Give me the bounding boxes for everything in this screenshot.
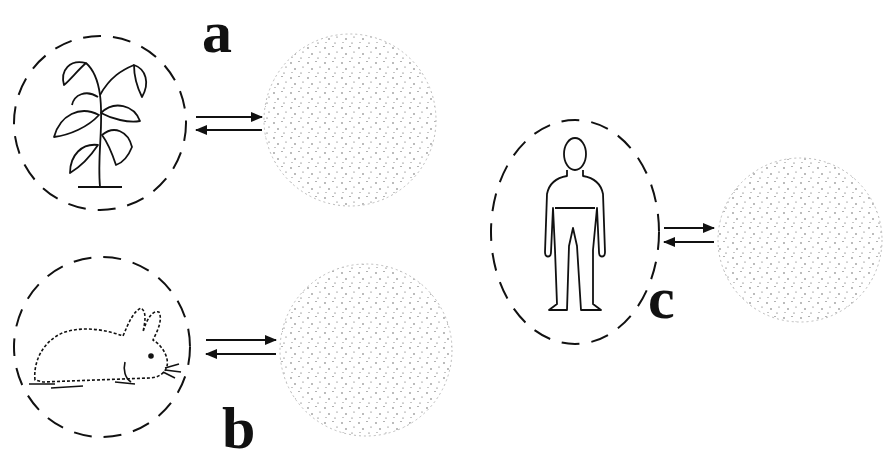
- system-letter: b: [222, 398, 255, 458]
- rabbit-figure: [29, 308, 181, 388]
- system-letter: c: [648, 268, 675, 328]
- person-figure: [545, 138, 605, 310]
- system-letter: a: [202, 2, 232, 62]
- plant-figure: [54, 62, 146, 187]
- environment-sphere: [718, 158, 882, 322]
- system-c: [491, 120, 882, 344]
- environment-sphere: [264, 34, 436, 206]
- environment-sphere: [280, 264, 452, 436]
